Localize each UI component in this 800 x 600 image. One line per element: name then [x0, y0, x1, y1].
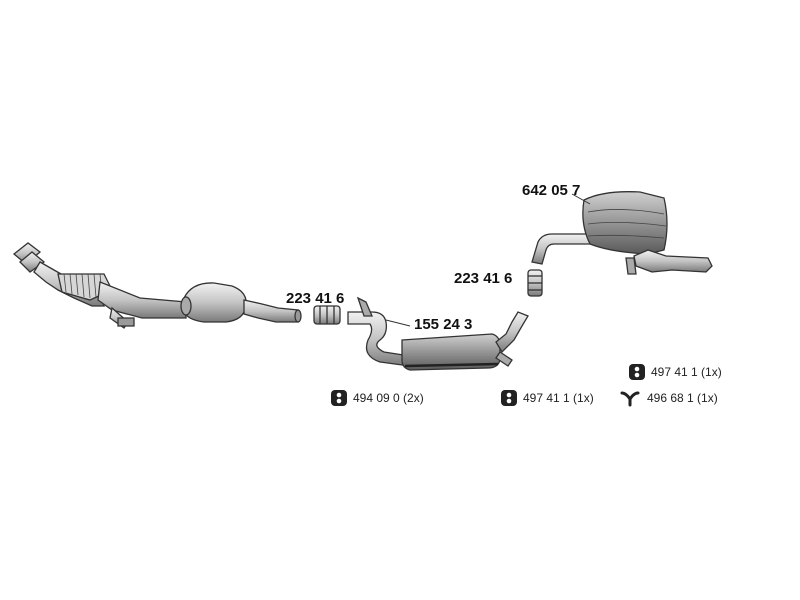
hardware-item-3-text: 497 41 1 (1x) — [651, 365, 722, 379]
rear-tailpipe — [633, 249, 713, 273]
front-pipe-outlet-end — [294, 309, 302, 323]
y-hanger-icon — [620, 391, 640, 407]
part-label-clamp-1: 223 41 6 — [286, 290, 345, 307]
middle-outlet-tip — [495, 351, 513, 367]
hardware-item-1: 494 09 0 (2x) — [330, 389, 424, 407]
rubber-mount-icon — [501, 390, 517, 406]
middle-inlet-pipe — [347, 311, 411, 367]
part-label-middle-silencer: 155 24 3 — [414, 316, 473, 333]
bellows-ribs — [63, 273, 103, 299]
rear-inlet-pipe — [531, 233, 593, 265]
middle-outlet-pipe — [495, 311, 529, 354]
hardware-item-2: 497 41 1 (1x) — [500, 389, 594, 407]
lambda-sensor-boss — [117, 317, 135, 327]
hardware-item-4-text: 496 68 1 (1x) — [647, 391, 718, 405]
front-pipe-flange-2 — [19, 251, 46, 273]
front-pipe-catalyst — [12, 242, 302, 329]
part-label-rear-silencer: 642 05 7 — [522, 182, 581, 199]
front-pipe-y-section — [97, 281, 187, 319]
hardware-item-2-text: 497 41 1 (1x) — [523, 391, 594, 405]
clamp-2 — [527, 269, 543, 297]
rear-silencer-ribs — [587, 209, 667, 239]
rear-silencer — [531, 191, 713, 275]
rubber-mount-icon — [629, 364, 645, 380]
catalytic-converter — [183, 282, 247, 323]
converter-inlet — [180, 296, 192, 316]
rear-tailpipe-hanger — [625, 257, 637, 275]
middle-silencer-body — [401, 333, 501, 371]
clamp-1 — [313, 305, 341, 325]
middle-inlet-hanger — [356, 296, 373, 317]
hardware-item-3: 497 41 1 (1x) — [628, 363, 722, 381]
leader-lines — [385, 193, 591, 327]
rubber-mount-icon — [331, 390, 347, 406]
part-label-clamp-2: 223 41 6 — [454, 270, 513, 287]
hardware-item-4: 496 68 1 (1x) — [618, 389, 718, 407]
middle-silencer — [347, 296, 529, 371]
hardware-item-1-text: 494 09 0 (2x) — [353, 391, 424, 405]
